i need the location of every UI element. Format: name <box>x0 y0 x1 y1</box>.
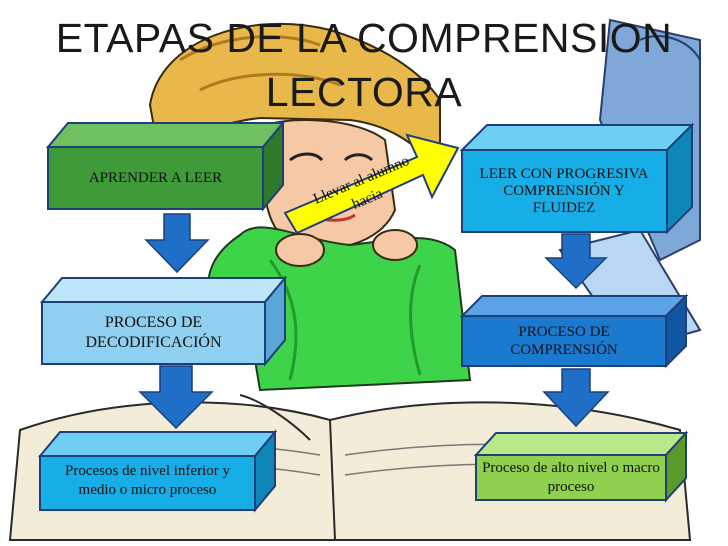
left-box-decodificacion: PROCESO DE DECODIFICACIÓN <box>85 314 222 351</box>
left-box-nivel-inferior: Procesos de nivel inferior y medio o mic… <box>65 463 230 498</box>
left-box-aprender-a-leer: APRENDER A LEER <box>88 169 223 186</box>
slide-title-line-2: LECTORA <box>265 69 463 115</box>
left-box-1-shape <box>45 120 286 212</box>
right-box-3-shape <box>473 430 689 503</box>
left-box-2-shape <box>39 275 288 367</box>
left-box-3-shape <box>37 429 278 513</box>
down-arrow-left-1 <box>144 213 210 274</box>
down-arrow-left-2 <box>138 365 214 430</box>
right-box-leer-con-comprension: LEER CON PROGRESIVA COMPRENSIÓN Y FLUIDE… <box>479 165 649 216</box>
right-box-comprension: PROCESO DE COMPRENSIÓN <box>510 324 618 358</box>
down-arrow-right-2 <box>542 368 610 428</box>
slide-title-line-1: ETAPAS DE LA COMPRENSION <box>55 15 673 61</box>
right-box-alto-nivel: Proceso de alto nivel o macro proceso <box>482 459 660 495</box>
right-box-1-shape <box>459 122 695 235</box>
right-box-2-shape <box>459 293 689 369</box>
down-arrow-right-1 <box>544 233 608 290</box>
